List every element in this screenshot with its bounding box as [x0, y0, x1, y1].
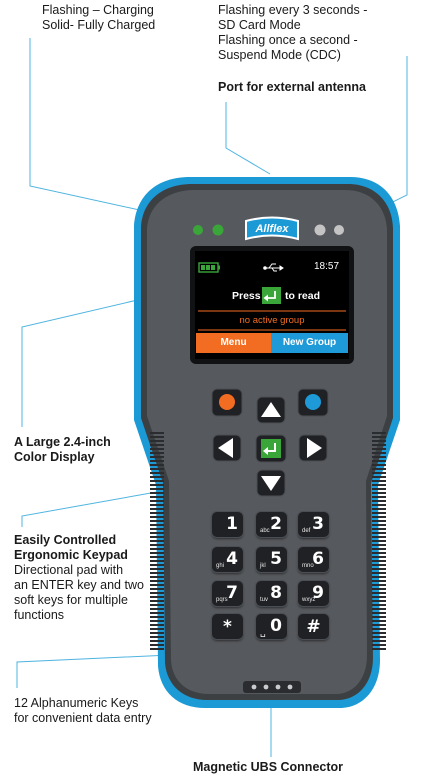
key-0-digit: 0 [270, 616, 282, 636]
callout-keypad-line1: Easily Controlled [14, 533, 117, 547]
callout-line-antenna [225, 102, 271, 175]
prompt-to-read: to read [285, 290, 321, 302]
callout-keypad-desc-line1: Directional pad with [14, 563, 124, 577]
dpad-left [212, 434, 242, 462]
magnetic-connector [243, 681, 301, 693]
brand-logo: Allflex [255, 223, 289, 235]
key-9-digit: 9 [312, 583, 324, 603]
key-3-digit: 3 [312, 514, 324, 534]
key-4-digit: 4 [226, 549, 238, 569]
key-star[interactable]: * [212, 614, 243, 639]
callout-keypad-desc-line2: an ENTER key and two [14, 578, 144, 592]
callout-alnum-line1: 12 Alphanumeric Keys [14, 696, 139, 710]
key-8-digit: 8 [270, 583, 282, 603]
key-8-letters: tuv [260, 597, 269, 603]
key-6-digit: 6 [312, 549, 324, 569]
left-grip [150, 430, 164, 650]
dpad-up [256, 396, 286, 424]
right-grip [372, 430, 386, 650]
callout-led-right-line4: Suspend Mode (CDC) [218, 48, 341, 62]
callout-display-line1: A Large 2.4-inch [14, 435, 111, 449]
group-status: no active group [239, 315, 305, 326]
key-4-letters: ghi [216, 563, 225, 569]
callout-connector: Magnetic UBS Connector [193, 760, 344, 774]
key-2-digit: 2 [270, 514, 282, 534]
dpad-down [256, 469, 286, 497]
key-5[interactable]: jkl 5 [256, 547, 287, 572]
softkey-label-menu[interactable]: Menu [220, 337, 247, 348]
key-1-digit: 1 [226, 514, 238, 534]
prompt-press: Press [232, 290, 261, 302]
status-time: 18:57 [314, 261, 340, 272]
led-dot-left [193, 225, 203, 235]
key-5-digit: 5 [270, 549, 282, 569]
callout-led-left-line2: Solid- Fully Charged [42, 18, 156, 32]
softkey-bar-right [271, 333, 348, 353]
led-charge [212, 224, 224, 236]
dpad-enter [255, 434, 287, 463]
screen-enter-icon [262, 287, 281, 304]
dpad-right [298, 434, 328, 462]
softkey-bar-left [196, 333, 271, 353]
key-0[interactable]: ␣0 [256, 614, 287, 639]
softkey-label-new-group[interactable]: New Group [282, 337, 337, 348]
key-5-letters: jkl [260, 563, 266, 569]
key-3-letters: def [302, 528, 311, 534]
key-9-letters: wxyz [302, 597, 316, 603]
callout-led-right-line3: Flashing once a second - [218, 33, 358, 47]
softkey-button-left [211, 388, 243, 417]
key-2-letters: abc [260, 528, 270, 534]
callout-keypad-desc-line3: soft keys for multiple [14, 593, 128, 607]
key-hash[interactable]: # [298, 614, 329, 639]
key-hash-symbol: # [306, 617, 321, 637]
key-1[interactable]: 1 [212, 512, 243, 537]
key-7-digit: 7 [226, 583, 238, 603]
key-star-symbol: * [223, 617, 232, 637]
led-dot-right [334, 225, 344, 235]
softkey-button-right [297, 388, 329, 417]
callout-keypad-desc-line4: functions [14, 608, 65, 622]
key-7-letters: pqrs [216, 597, 228, 603]
key-6-letters: mno [302, 563, 314, 569]
callout-keypad-line2: Ergonomic Keypad [14, 548, 128, 562]
usb-icon [263, 263, 284, 272]
callout-led-left-line1: Flashing – Charging [42, 3, 154, 17]
callout-antenna: Port for external antenna [218, 80, 366, 94]
battery-icon [198, 262, 220, 273]
key-0-space: ␣ [260, 627, 266, 637]
callout-alnum-line2: for convenient data entry [14, 711, 152, 725]
callout-led-right-line2: SD Card Mode [218, 18, 301, 32]
callout-led-right-line1: Flashing every 3 seconds - [218, 3, 368, 17]
led-mode [314, 224, 326, 236]
callout-display-line2: Color Display [14, 450, 95, 464]
logo-badge [245, 216, 299, 241]
